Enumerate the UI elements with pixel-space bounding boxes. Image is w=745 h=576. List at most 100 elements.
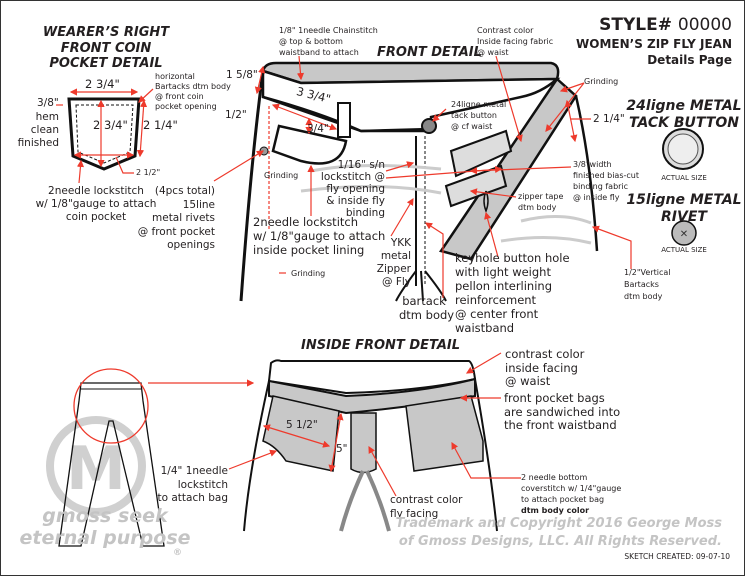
annotation-line: Contrast color: [477, 26, 534, 35]
annotation-line: FRONT COIN: [60, 40, 152, 56]
coin-dim-center: 2 3/4": [93, 118, 128, 132]
annotation-line: Inside facing fabric: [477, 37, 554, 46]
annotation-line: @ waist: [505, 374, 551, 388]
annotation-line: @ top & bottom: [279, 37, 343, 46]
annotation-line: RIVET: [661, 208, 707, 225]
rivet-actual-size: ACTUAL SIZE: [661, 246, 707, 254]
annotation-line: coverstitch w/ 1/4"gauge: [521, 484, 622, 493]
annotation-line: @ inside fly: [573, 193, 620, 202]
annotation-line: 15line: [182, 198, 215, 211]
annotation-line: clean: [30, 124, 59, 136]
annotation-line: w/ 1/8"gauge to attach: [35, 198, 157, 210]
svg-text:M: M: [66, 434, 126, 504]
annotation-line: reinforcement: [455, 293, 537, 307]
annotation-line: with light weight: [455, 265, 551, 279]
annotation-line: 3/8"width: [573, 160, 612, 169]
annotation-line: binding fabric: [573, 182, 629, 191]
page-subtitle: Details Page: [647, 53, 732, 67]
annotation-line: 1/2"Vertical: [624, 268, 671, 277]
chainstitch-note: 1/8" 1needle Chainstitch @ top & bottom wa…: [279, 25, 378, 58]
style-number: STYLE# 00000: [599, 15, 732, 35]
annotation-line: waistband: [455, 321, 515, 335]
coin-dim-top: 2 3/4": [85, 77, 120, 91]
annotation-line: gmoss seek: [42, 505, 168, 527]
annotation-line: 24ligne metal: [451, 100, 507, 109]
zipper-tape-note: zipper tape dtm body: [518, 191, 563, 213]
hardware-drawings: ✕: [662, 128, 704, 246]
annotation-line: metal: [380, 250, 411, 262]
annotation-line: metal rivets: [152, 212, 215, 224]
annotation-line: the front waistband: [504, 418, 617, 432]
annotation-line: coin pocket: [65, 211, 127, 223]
front-detail-drawing: [213, 55, 632, 302]
annotation-line: dtm body: [399, 308, 455, 322]
grinding-label: Grinding: [291, 269, 326, 278]
annotation-line: pocket opening: [155, 102, 217, 111]
annotation-line: eternal purpose: [19, 527, 191, 549]
annotation-line: 15ligne METAL: [626, 192, 742, 208]
annotation-line: 1/8" 1needle Chainstitch: [279, 26, 378, 35]
annotation-line: hem: [35, 111, 59, 123]
annotation-line: Zipper: [376, 263, 411, 275]
button-actual-size: ACTUAL SIZE: [661, 174, 707, 182]
annotation-line: (4pcs total): [154, 185, 215, 197]
annotation-line: of Gmoss Designs, LLC. All Rights Reserv…: [398, 534, 722, 549]
annotation-line: to attach pocket bag: [521, 495, 605, 504]
annotation-line: @ Fly: [381, 276, 411, 288]
annotation-line: inside pocket lining: [253, 243, 365, 257]
annotation-line: keyhole button hole: [455, 251, 570, 265]
annotation-line: dtm body color: [521, 506, 590, 515]
annotation-line: contrast color: [390, 494, 463, 506]
annotation-line: dtm body: [518, 203, 557, 212]
annotation-line: @ front pocket: [137, 225, 215, 238]
front-detail-title: FRONT DETAIL: [377, 45, 482, 60]
annotation-line: & inside fly: [326, 195, 385, 207]
annotation-line: inside facing: [505, 360, 578, 375]
annotation-line: YKK: [390, 237, 411, 249]
annotation-line: finished: [17, 137, 59, 149]
annotation-line: are sandwiched into: [504, 404, 621, 419]
annotation-line: front pocket bags: [504, 391, 605, 405]
annotation-line: zipper tape: [518, 192, 564, 201]
coin-dim-bottom: 2 1/2": [136, 168, 161, 177]
annotation-line: fly opening: [326, 183, 385, 195]
annotation-line: openings: [167, 239, 215, 251]
annotation-line: pellon interlining: [455, 279, 553, 293]
annotation-line: @ center front: [455, 307, 539, 321]
registered-mark: ®: [173, 548, 182, 558]
annotation-line: WEARER’S RIGHT: [42, 25, 170, 40]
dim-bag-height: 5": [336, 443, 348, 455]
annotation-line: waistband to attach: [279, 48, 359, 57]
grinding-label: Grinding: [584, 77, 619, 86]
annotation-line: @ cf waist: [451, 122, 493, 131]
annotation-line: 2 needle bottom: [521, 473, 588, 482]
coin-dim-side: 2 1/4": [143, 118, 178, 132]
annotation-line: Trademark and Copyright 2016 George Moss: [395, 516, 722, 531]
annotation-line: TACK BUTTON: [629, 114, 739, 131]
annotation-line: to attach bag: [157, 492, 228, 504]
annotation-line: binding: [345, 207, 385, 219]
annotation-line: POCKET DETAIL: [49, 56, 163, 72]
coverstitch-note: 2 needle bottom coverstitch w/ 1/4"gauge t…: [521, 472, 621, 516]
annotation-line: fly facing: [390, 507, 439, 520]
dim-half-inch: 1/2": [225, 109, 247, 121]
